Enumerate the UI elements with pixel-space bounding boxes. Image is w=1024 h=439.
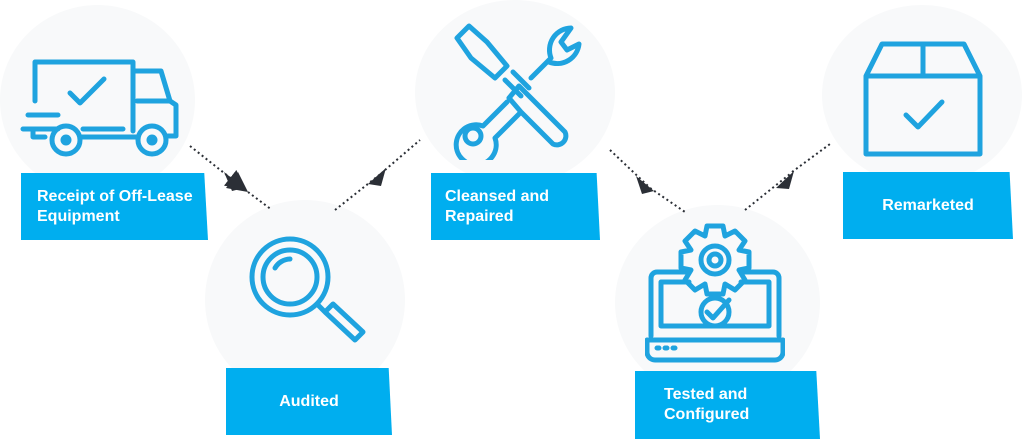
step-2-label: Audited [226,368,392,435]
arrowhead-4 [776,171,794,189]
step-3-text: Cleansed and Repaired [445,187,550,225]
step-5-label: Remarketed [843,172,1013,239]
arrowhead-1 [224,172,244,191]
step-4-text: Tested and Configured [664,386,750,423]
truck-check-icon [20,59,179,157]
magnifier-icon [249,236,366,343]
step-1-text: Receipt of Off-Lease Equipment [37,187,193,225]
arrow-2-to-3 [334,139,421,211]
wrench-screwdriver-icon [453,23,582,160]
box-check-icon [863,41,983,157]
arrow-4-to-5 [744,143,831,211]
arrow-3-to-4 [609,149,686,213]
step-3-label: Cleansed and Repaired [431,173,600,240]
step-1-label: Receipt of Off-Lease Equipment [21,173,208,240]
step-2-text: Audited [279,392,339,410]
step-5-text: Remarketed [882,196,974,214]
arrowhead-2 [368,168,386,186]
step-4-label: Tested and Configured [635,371,820,439]
arrowhead-3 [636,176,654,194]
laptop-gear-check-icon [645,223,785,363]
